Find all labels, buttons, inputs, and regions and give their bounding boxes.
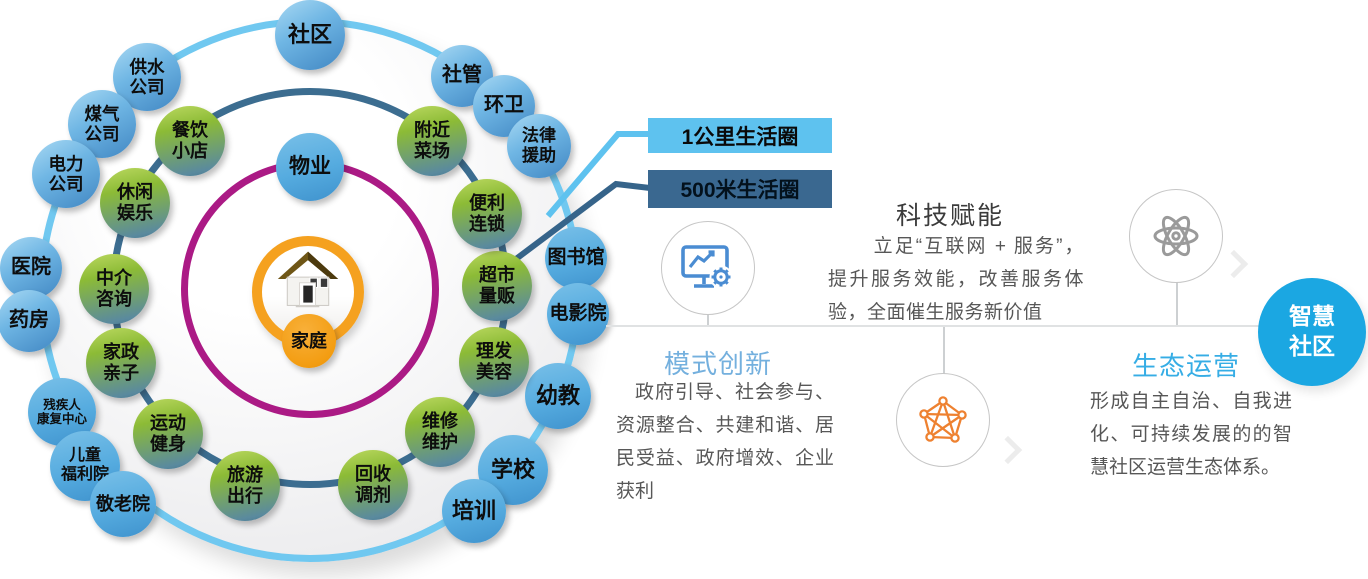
bubble: 理发 美容	[459, 327, 529, 397]
tech-empowerment-icon-circle	[896, 373, 990, 467]
atom-icon	[1153, 215, 1199, 257]
network-graph-icon	[919, 396, 967, 443]
house-icon	[277, 251, 339, 308]
bubble: 环卫	[473, 75, 535, 137]
bubble: 药房	[0, 290, 60, 352]
bubble: 休闲 娱乐	[100, 168, 170, 238]
bubble: 超市 量贩	[462, 251, 532, 321]
timeline-tick	[707, 313, 709, 325]
timeline-tick	[943, 327, 945, 375]
timeline-line	[606, 325, 1260, 327]
bubble: 中介 咨询	[79, 254, 149, 324]
section-body-eco-operation: 形成自主自治、自我进化、可持续发展的的智慧社区运营生态体系。	[1090, 391, 1292, 478]
legend-1km-life-circle: 1公里生活圈	[648, 118, 832, 153]
bubble: 幼教	[525, 363, 591, 429]
model-innovation-icon-circle	[661, 221, 755, 315]
community-bubble: 社区	[275, 0, 345, 70]
bubble: 运动 健身	[133, 399, 203, 469]
bubble: 回收 调剂	[338, 450, 408, 520]
bubble: 敬老院	[90, 471, 156, 537]
bubble: 电力 公司	[32, 140, 100, 208]
eco-operation-icon-circle	[1129, 189, 1223, 283]
bubble: 旅游 出行	[210, 451, 280, 521]
bubble: 培训	[442, 479, 506, 543]
bubble: 附近 菜场	[397, 106, 467, 176]
bubble: 家政 亲子	[86, 328, 156, 398]
family-bubble: 家庭	[282, 314, 336, 368]
bubble: 图书馆	[545, 227, 607, 289]
bubble: 残疾人 康复中心	[28, 378, 96, 446]
bubble: 餐饮 小店	[155, 106, 225, 176]
smart-community-badge: 智慧 社区	[1258, 278, 1366, 386]
bubble: 便利 连锁	[452, 179, 522, 249]
section-title-tech-empowerment: 科技赋能	[895, 202, 1005, 230]
section-title-eco-operation: 生态运营	[1131, 351, 1241, 381]
section-body-tech-empowerment: 立足“互联网 + 服务”，提升服务效能，改善服务体验，全面催生服务新价值	[828, 236, 1084, 323]
legend-500m-life-circle: 500米生活圈	[648, 170, 832, 208]
bubble: 法律 援助	[507, 114, 571, 178]
bubble: 医院	[0, 237, 62, 299]
timeline-tick	[1176, 281, 1178, 325]
section-body-model-innovation: 政府引导、社会参与、资源整合、共建和谐、居民受益、政府增效、企业获利	[616, 382, 834, 502]
property-bubble: 物业	[276, 133, 344, 201]
bubble: 维修 维护	[405, 397, 475, 467]
monitor-chart-gear-icon	[681, 245, 733, 289]
section-title-model-innovation: 模式创新	[663, 349, 773, 379]
bubble: 电影院	[547, 283, 609, 345]
